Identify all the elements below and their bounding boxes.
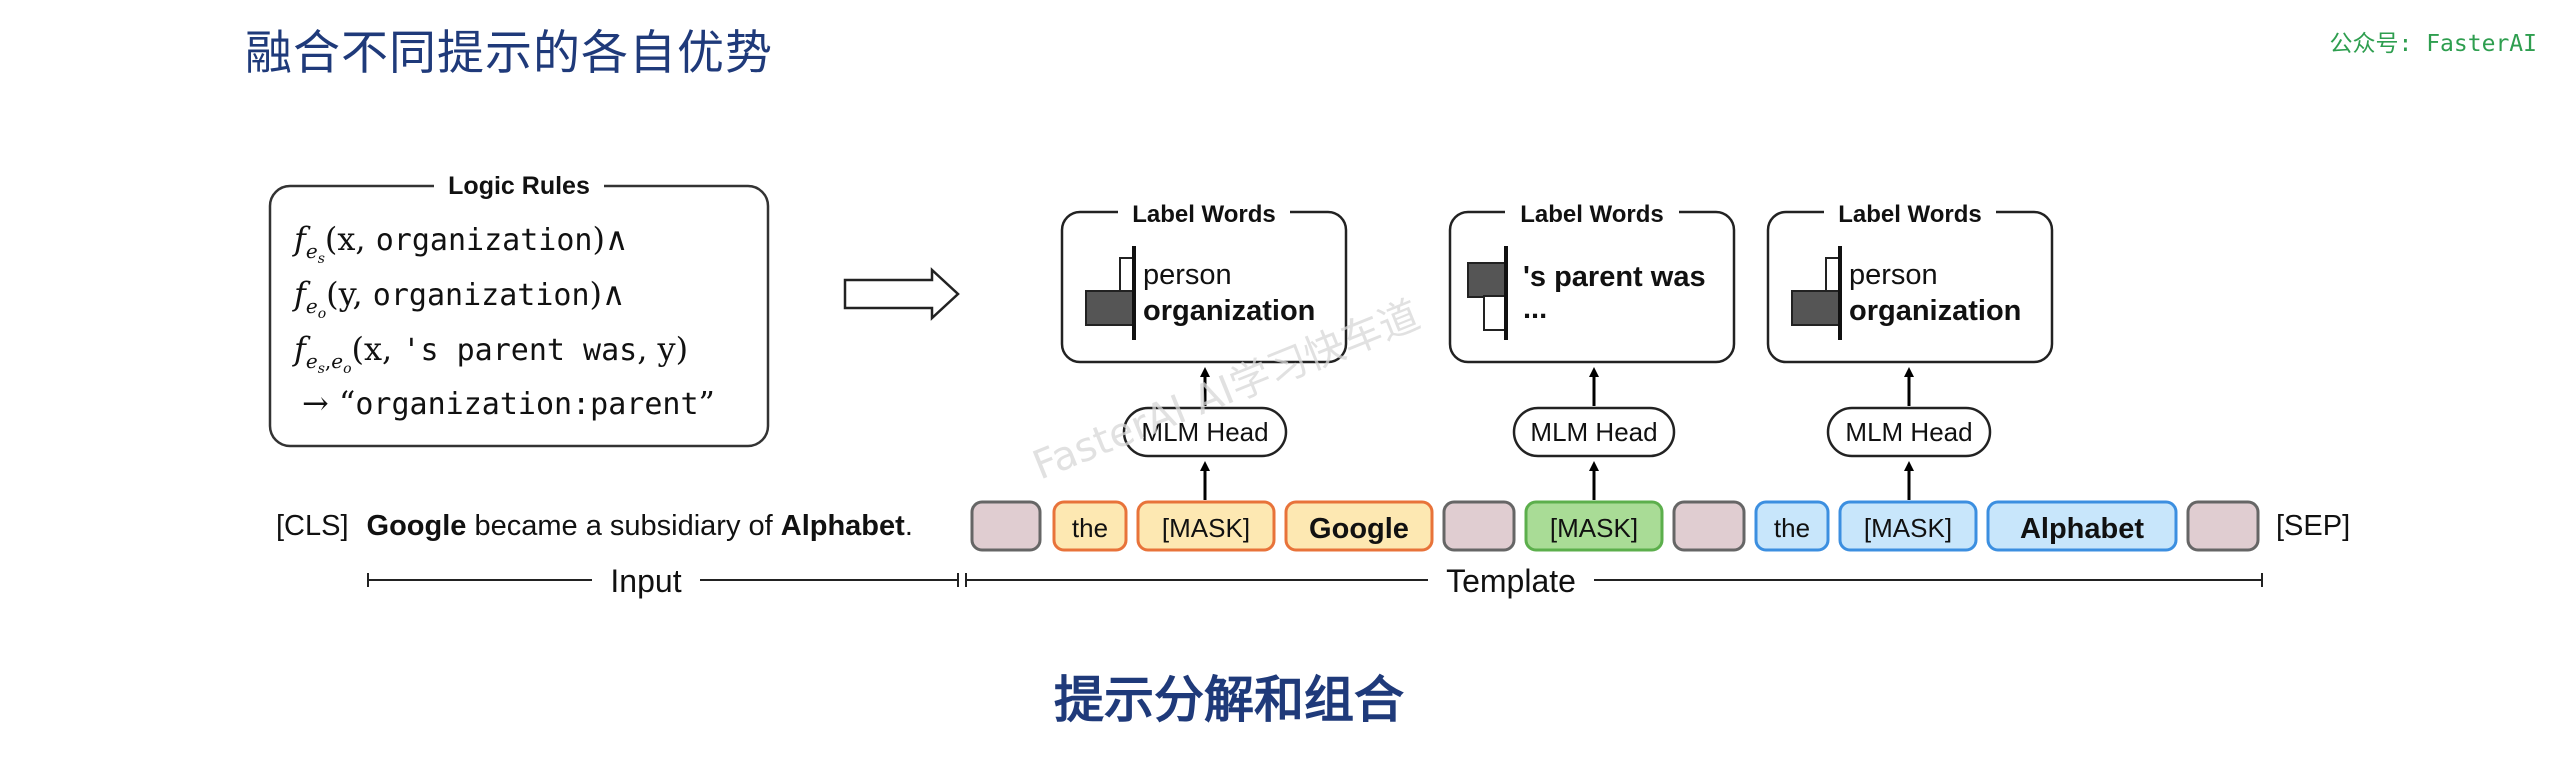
mlm-head-label-2: MLM Head <box>1530 417 1657 447</box>
mlm-head-label-1: MLM Head <box>1141 417 1268 447</box>
bar-histogram-icon <box>1085 246 1136 340</box>
token-7: the <box>1754 500 1830 552</box>
template-span <box>965 573 2263 587</box>
cls-token: [CLS] <box>276 510 349 542</box>
rule-line-3: fes,eo(x, 's parent was, y) <box>292 330 688 377</box>
mlm-head-3: MLM Head <box>1826 406 1992 458</box>
bar-histogram-icon <box>1791 246 1842 340</box>
rule-line-1: fes(x, organization)∧ <box>292 220 628 267</box>
bar-histogram-icon <box>1467 246 1508 340</box>
logic-rules-box: Logic Rules fes(x, organization)∧ feo(y,… <box>268 168 770 448</box>
token-1: the <box>1052 500 1128 552</box>
label-word-1b: organization <box>1143 295 1315 327</box>
rule-line-4: → “organization:parent” <box>302 384 715 422</box>
label-word-3a: person <box>1849 259 1938 291</box>
input-span <box>367 573 959 587</box>
token-label-5: [MASK] <box>1550 513 1638 543</box>
brand-label: 公众号: FasterAI <box>2329 31 2537 57</box>
mlm-head-1: MLM Head <box>1122 406 1288 458</box>
label-words-box-3: Label Words person organization <box>1766 198 2054 364</box>
token-label-2: [MASK] <box>1162 513 1250 543</box>
token-4 <box>1442 500 1516 552</box>
token-label-1: the <box>1072 513 1108 543</box>
mlm-head-label-3: MLM Head <box>1845 417 1972 447</box>
figure-caption: 提示分解和组合 <box>1054 671 1404 729</box>
token-label-7: the <box>1774 513 1810 543</box>
token-2: [MASK] <box>1136 500 1276 552</box>
label-word-3b: organization <box>1849 295 2021 327</box>
input-sentence: [CLS]Google became a subsidiary of Alpha… <box>276 510 913 542</box>
mlm-head-2: MLM Head <box>1512 406 1676 458</box>
token-9: Alphabet <box>1986 500 2178 552</box>
label-words-title-3: Label Words <box>1838 201 1982 228</box>
rule-line-2: feo(y, organization)∧ <box>292 275 625 322</box>
label-word-2b: ... <box>1523 293 1547 325</box>
token-10 <box>2186 500 2260 552</box>
label-word-2a: 's parent was <box>1523 261 1706 293</box>
token-label-3: Google <box>1309 513 1409 545</box>
label-words-title-1: Label Words <box>1132 201 1276 228</box>
token-label-8: [MASK] <box>1864 513 1952 543</box>
token-3: Google <box>1284 500 1434 552</box>
token-5: [MASK] <box>1524 500 1664 552</box>
label-words-box-2: Label Words 's parent was ... <box>1448 198 1736 364</box>
input-span-label: Input <box>610 563 681 599</box>
token-0 <box>970 500 1042 552</box>
template-span-label: Template <box>1446 563 1576 599</box>
sep-token: [SEP] <box>2276 510 2350 542</box>
token-label-9: Alphabet <box>2020 513 2144 545</box>
label-words-box-1: Label Words person organization <box>1060 198 1348 364</box>
label-words-title-2: Label Words <box>1520 201 1664 228</box>
token-6 <box>1672 500 1746 552</box>
slide-title: 融合不同提示的各自优势 <box>245 26 773 81</box>
label-word-1a: person <box>1143 259 1232 291</box>
hollow-arrow-icon <box>843 267 960 321</box>
logic-rules-title: Logic Rules <box>448 172 590 200</box>
token-8: [MASK] <box>1838 500 1978 552</box>
flow-arrows <box>1200 367 1914 500</box>
